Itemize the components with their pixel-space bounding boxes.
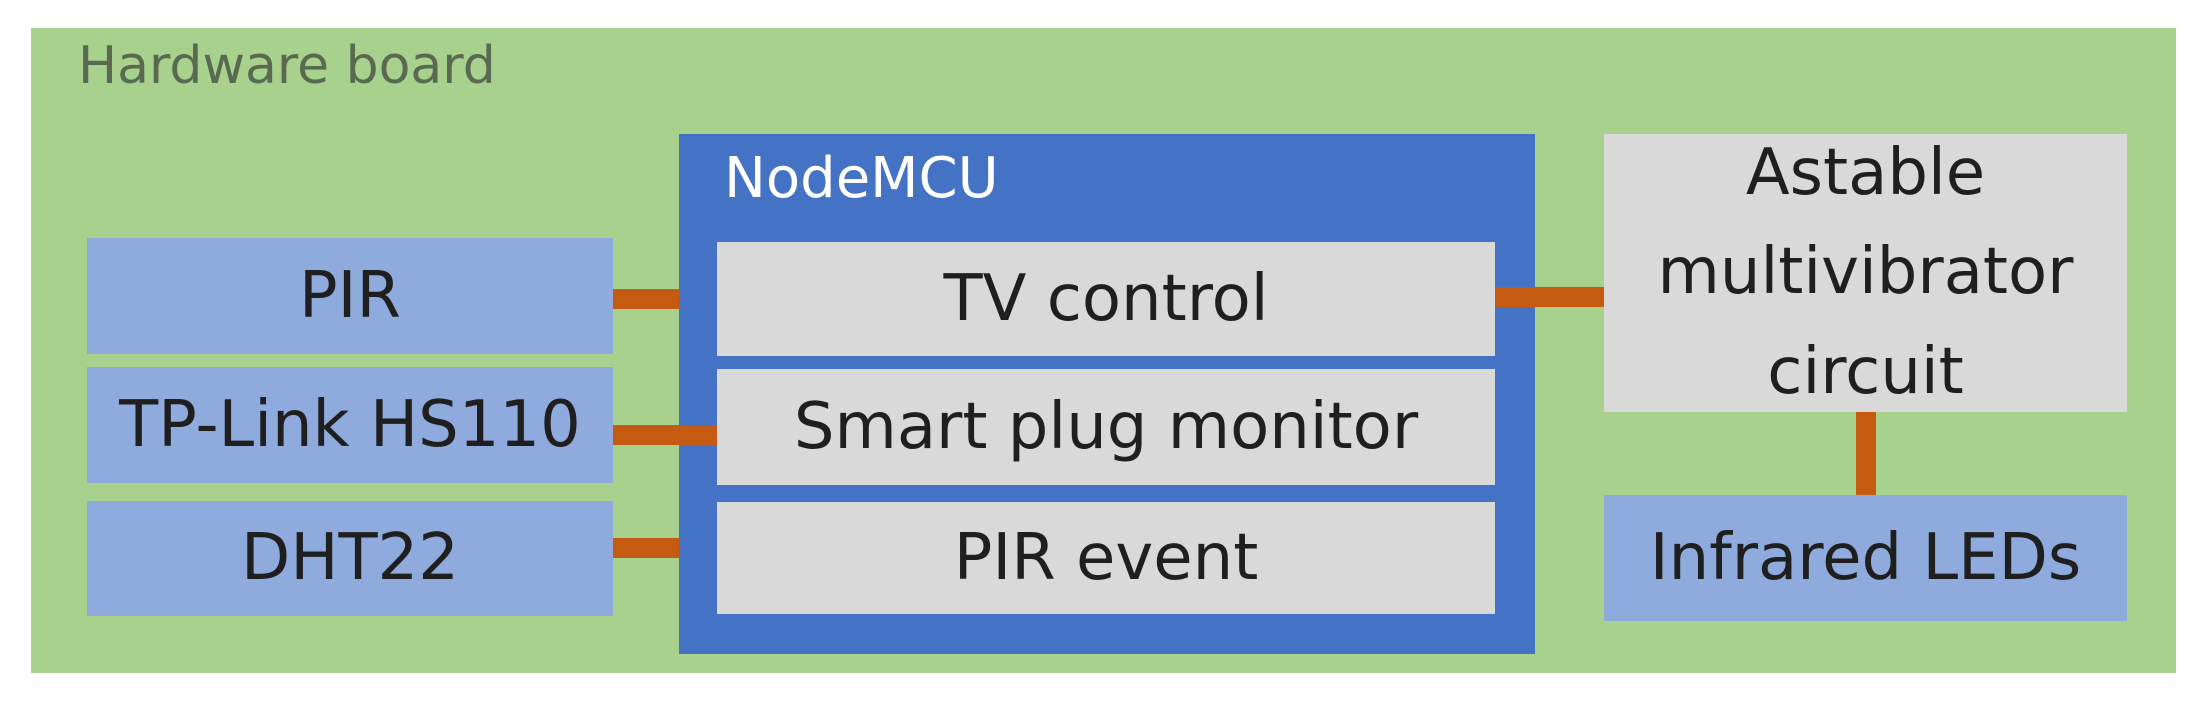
module-pir-event: PIR event: [717, 502, 1495, 614]
infrared-leds: Infrared LEDs: [1604, 495, 2127, 621]
connector-dht22-nodemcu: [613, 538, 679, 558]
connector-nodemcu-circuit: [1495, 287, 1604, 307]
module-smart-plug-monitor: Smart plug monitor: [717, 369, 1495, 485]
connector-tplink-smartplug: [613, 425, 717, 445]
connector-circuit-leds: [1856, 412, 1876, 495]
sensor-tp-link-hs110: TP-Link HS110: [87, 367, 613, 483]
nodemcu-title: NodeMCU: [724, 146, 999, 211]
astable-multivibrator-circuit: Astable multivibrator circuit: [1604, 134, 2127, 412]
sensor-dht22: DHT22: [87, 501, 613, 616]
hardware-board-title: Hardware board: [78, 36, 496, 96]
connector-pir-nodemcu: [613, 289, 679, 309]
sensor-pir: PIR: [87, 238, 613, 354]
module-tv-control: TV control: [717, 242, 1495, 356]
